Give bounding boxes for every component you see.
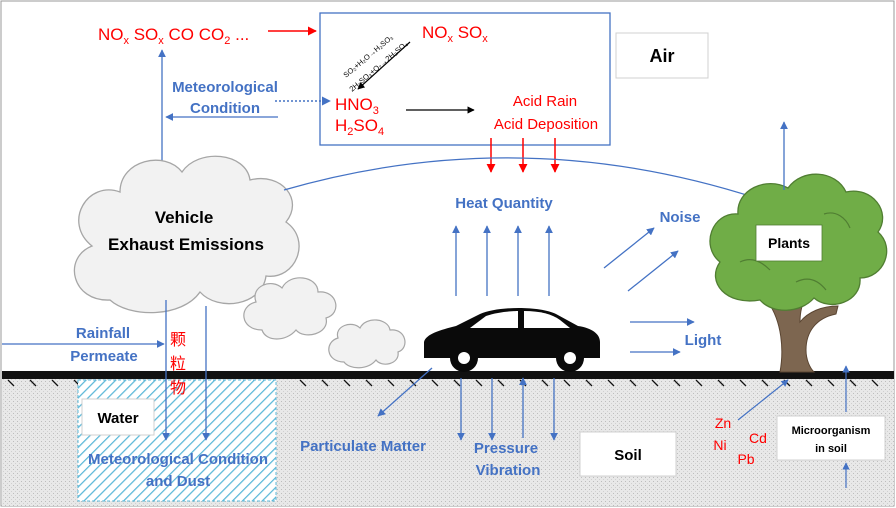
vibration-label: Vibration <box>476 462 541 479</box>
permeate-label: Permeate <box>70 348 138 365</box>
water-caption-line1: Meteorological Condition <box>88 451 268 468</box>
air-label: Air <box>649 46 674 66</box>
vehicle-label-line1: Vehicle <box>155 208 214 227</box>
cloud-down-arrows <box>162 300 210 441</box>
light-arrows <box>630 318 695 356</box>
microorganism-line1: Microorganism <box>792 425 871 437</box>
particulate-matter-label: Particulate Matter <box>300 438 426 455</box>
water-label: Water <box>97 410 138 427</box>
vehicle-label-line2: Exhaust Emissions <box>108 235 264 254</box>
metal-ni: Ni <box>713 437 726 453</box>
noise-arrows <box>603 227 679 292</box>
h2so4-label: H2SO4 <box>335 116 384 138</box>
metal-zn: Zn <box>715 415 731 431</box>
water-box <box>81 398 155 436</box>
meteorological-line2: Condition <box>190 100 260 117</box>
small-cloud-2 <box>328 319 406 369</box>
heat-up-arrows <box>452 225 553 296</box>
light-label: Light <box>685 332 722 349</box>
soil-box <box>579 431 677 477</box>
ground-texture <box>7 379 879 387</box>
metal-cd: Cd <box>749 430 767 446</box>
heat-quantity-label: Heat Quantity <box>455 195 553 212</box>
metal-pb: Pb <box>737 451 754 467</box>
plants-label: Plants <box>768 235 810 251</box>
cloud-to-plants-arc <box>283 157 757 200</box>
car <box>424 308 600 372</box>
water-caption-line2: and Dust <box>146 473 210 490</box>
microorganism-box <box>776 415 886 461</box>
reaction-arrow <box>357 41 411 90</box>
meteorological-line1: Meteorological <box>172 79 278 96</box>
acid-rain-label: Acid Rain <box>513 93 577 110</box>
plants-box <box>755 224 823 262</box>
rainfall-label: Rainfall <box>76 325 130 342</box>
air-box <box>615 32 709 79</box>
particulate-char-3: 物 <box>170 379 186 397</box>
box-pollutants: NOx SOx <box>422 23 488 45</box>
noise-label: Noise <box>660 209 701 226</box>
acid-deposition-label: Acid Deposition <box>494 116 598 133</box>
particulate-char-2: 粒 <box>170 355 186 373</box>
microorganism-line2: in soil <box>815 443 847 455</box>
acid-down-arrows <box>486 138 560 173</box>
pressure-label: Pressure <box>474 440 538 457</box>
ground-line <box>2 371 894 379</box>
pressure-down-arrows <box>457 378 558 441</box>
small-cloud-1 <box>243 277 337 340</box>
pollutants-top: NOx SOx CO CO2 ... <box>98 25 249 47</box>
tree <box>709 173 888 373</box>
particulate-char-1: 颗 <box>170 331 186 349</box>
hno3-label: HNO3 <box>335 95 379 117</box>
particulate-arrow <box>377 367 433 417</box>
exhaust-cloud <box>73 155 300 314</box>
metals-up-arrow <box>737 379 789 421</box>
soil-label: Soil <box>614 447 642 464</box>
